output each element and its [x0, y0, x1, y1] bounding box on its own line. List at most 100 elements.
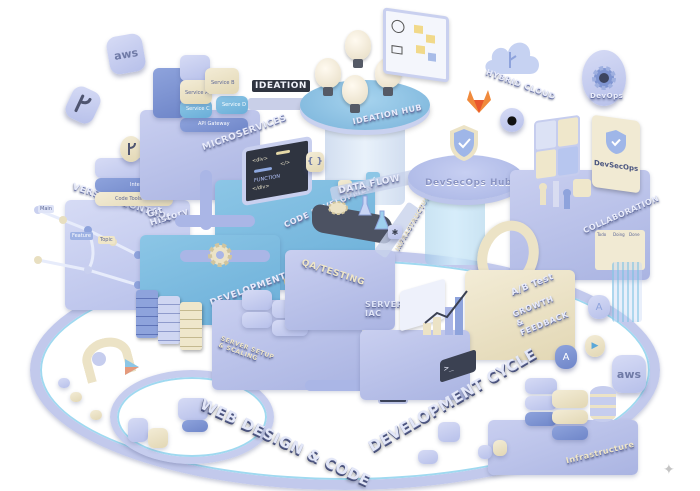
devops-label: DevOps: [590, 92, 624, 100]
gear-icon: [328, 201, 348, 215]
service-box-left: [153, 68, 185, 118]
gear-icon: [208, 243, 232, 267]
service-d-box: [216, 96, 248, 114]
cloud-icon: [485, 42, 539, 74]
track-box: [178, 398, 208, 420]
code-line-1: <div>: [252, 155, 268, 165]
server-rack: [180, 302, 202, 350]
lightbulb-icon: [345, 30, 371, 68]
app-store-icon-tile: A: [555, 345, 577, 369]
git-branch-icon: [128, 142, 136, 155]
package-box: [493, 440, 507, 456]
apple-icon: [92, 352, 106, 366]
bug-icon-tile: ✱: [388, 225, 402, 239]
api-gateway-box: [180, 118, 248, 132]
aws-icon-tile: aws: [612, 355, 646, 393]
video-participant: [536, 120, 556, 150]
package-box: [418, 450, 438, 464]
kanban-column-doing: Doing: [613, 232, 625, 237]
qa-testing-block: [285, 250, 395, 330]
bug-icon: ✱: [391, 227, 399, 237]
terminal-prompt: >_: [444, 361, 454, 374]
api-gateway-label: API Gateway: [198, 121, 230, 127]
git-badge: [120, 136, 142, 162]
track-box: [90, 410, 102, 420]
code-bar: [254, 166, 272, 174]
play-store-icon-tile: ▶: [585, 335, 605, 357]
package-box: [478, 445, 492, 459]
flask-icon: [358, 195, 372, 216]
code-line-3: FUNCTION: [254, 173, 280, 185]
track-box: [182, 420, 208, 432]
server-unit: [242, 312, 272, 328]
service-c-label: Service C: [186, 106, 210, 112]
pipeline-track-inner: [110, 370, 274, 464]
git-layer-label-3: Code Tools: [115, 196, 142, 202]
service-b-label: Service B: [211, 80, 235, 86]
devops-gear-tile: [582, 50, 626, 106]
pipe: [175, 215, 255, 227]
ideation-label: IDEATION: [252, 80, 310, 92]
code-editor-screen: <div> </> FUNCTION </div>: [242, 135, 312, 207]
git-branch-icon-tile: [62, 83, 104, 127]
curly-braces-icon-tile: { }: [306, 152, 324, 172]
devsecops-hub-label: DevSecOps Hub: [425, 178, 512, 188]
server-unit: [242, 290, 272, 310]
devsecops-card-label: DevSecOps: [594, 158, 639, 174]
track-box: [70, 392, 82, 402]
branch-tag-feature: Feature: [70, 232, 93, 240]
growth-feedback-block: [465, 270, 575, 360]
data-waterfall: [612, 262, 642, 322]
gitlab-icon: [467, 90, 491, 113]
service-d-label: Service D: [222, 102, 246, 108]
app-store-icon-tile: A: [588, 295, 610, 319]
code-line-4: </div>: [252, 183, 270, 193]
pipe: [200, 170, 212, 230]
aws-icon: aws: [616, 367, 642, 381]
server-rack: [158, 296, 180, 344]
kanban-column-done: Done: [629, 232, 640, 237]
whiteboard: [383, 7, 449, 83]
ideation-bridge: [248, 98, 308, 110]
service-a-label: Service A: [185, 90, 209, 96]
package-box: [438, 422, 460, 442]
server-unit: [552, 426, 588, 440]
database-icon: [590, 386, 616, 422]
growth-chart-icon: [423, 290, 468, 335]
sparkle-icon: ✦: [663, 462, 675, 478]
kanban-column-todo: Todo: [597, 232, 607, 237]
service-b-box: [205, 68, 239, 94]
curly-braces-icon: { }: [307, 157, 323, 167]
app-store-icon: A: [562, 351, 570, 363]
track-box: [58, 378, 70, 388]
github-icon: ●: [506, 113, 518, 127]
aws-icon: aws: [112, 45, 140, 63]
gear-icon: [592, 66, 616, 90]
track-box: [128, 418, 148, 442]
service-c-box: [180, 100, 212, 118]
chess-pieces-icon: [539, 179, 591, 209]
lightbulb-icon: [342, 75, 368, 113]
server-unit: [552, 410, 588, 424]
branch-tag-main: Main: [38, 205, 54, 213]
server-rack: [136, 290, 158, 338]
devsecops-hub-platform: [408, 155, 523, 200]
branch-graph-icon: [34, 206, 142, 289]
video-participant: [558, 146, 578, 176]
shield-icon: [606, 130, 626, 154]
app-store-icon: A: [595, 301, 603, 313]
server-unit: [525, 412, 557, 426]
server-iac-label: SERVER IAC: [365, 300, 404, 318]
server-unit: [552, 390, 588, 408]
server-unit: [525, 396, 557, 410]
github-icon-tile: ●: [500, 108, 524, 132]
git-branch-icon: [74, 94, 92, 113]
server-unit: [525, 378, 557, 394]
shield-icon: [450, 125, 478, 161]
code-bar: [276, 149, 290, 156]
whiteboard-sketch-icon: [391, 19, 436, 62]
pipe: [305, 380, 365, 391]
video-call-grid: [534, 114, 580, 182]
video-participant: [558, 117, 578, 147]
aws-icon-tile: aws: [104, 32, 148, 76]
